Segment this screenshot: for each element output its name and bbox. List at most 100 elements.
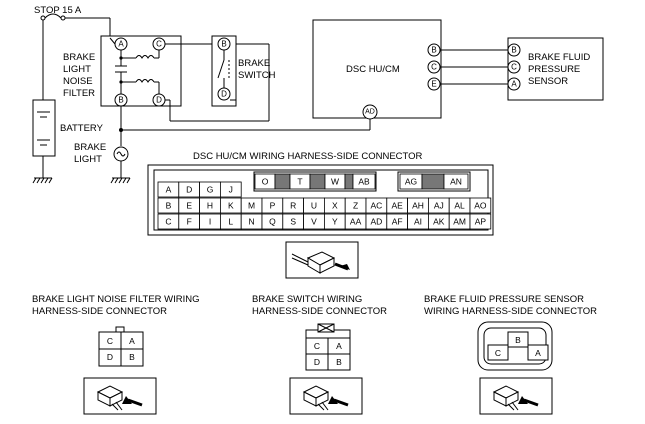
sensor-connector-key-icon [479, 377, 553, 415]
noise-filter-label-3: NOISE [63, 76, 93, 87]
sensor-label-3: SENSOR [528, 76, 568, 87]
dsc-cell-top-W: W [331, 177, 339, 187]
noise-filter-label-4: FILTER [63, 88, 95, 99]
dsc-cell-top-blank5-box [344, 173, 354, 190]
battery: BATTERY [32, 92, 104, 184]
dsc-cell-X: X [332, 201, 338, 211]
switch-cell-c: C [314, 341, 320, 351]
dsc-cell-AO: AO [474, 201, 487, 211]
dsc-cell-Z: Z [353, 201, 358, 211]
filter-pin-d: D [156, 96, 162, 105]
dsc-cell-B: B [166, 201, 172, 211]
dsc-cell-U: U [311, 201, 317, 211]
pressure-sensor: B C A BRAKE FLUID PRESSURE SENSOR [507, 37, 604, 101]
dsc-cell-AL: AL [454, 201, 465, 211]
dsc-cell-Y: Y [332, 217, 338, 227]
dsc-cell-top-blank1-box [274, 173, 291, 190]
dsc-cell-top-AB: AB [358, 177, 370, 187]
dsc-connector-key-icon [285, 241, 359, 279]
dsc-cell-A: A [166, 185, 172, 195]
dsc-pin-e: E [431, 80, 436, 89]
switch-cell-d: D [314, 357, 320, 367]
dsc-cell-top-AN-box [443, 173, 469, 190]
dsc-cell-AH: AH [412, 201, 424, 211]
dsc-cell-J-box [219, 181, 242, 198]
filter-connector-title-2: HARNESS-SIDE CONNECTOR [32, 306, 167, 317]
dsc-cell-F: F [187, 217, 192, 227]
dsc-cell-AD: AD [370, 217, 382, 227]
dsc-cell-top-blank21-box [421, 173, 445, 190]
dsc-cell-AP-box [469, 213, 492, 230]
dsc-cell-top-blank3-box [309, 173, 326, 190]
filter-cell-d: D [107, 352, 113, 362]
brake-light: BRAKE LIGHT [74, 130, 131, 184]
dsc-cell-top-AG: AG [405, 177, 417, 187]
dsc-pin-c: C [431, 63, 437, 72]
dsc-cell-AM: AM [453, 217, 466, 227]
sensor-label-2: PRESSURE [528, 64, 580, 75]
dsc-cell-AF: AF [392, 217, 403, 227]
dsc-cell-M: M [248, 201, 255, 211]
filter-cell-c: C [107, 336, 113, 346]
switch-pin-b: B [221, 40, 226, 49]
dsc-cell-S: S [290, 217, 296, 227]
noise-filter-label-1: BRAKE [63, 52, 95, 63]
dsc-cell-N: N [249, 217, 255, 227]
filter-pin-c: C [156, 40, 162, 49]
dsc-cell-J: J [229, 185, 233, 195]
dsc-cell-Q: Q [269, 217, 276, 227]
filter-cell-b: B [129, 352, 135, 362]
sensor-pin-c: C [511, 63, 517, 72]
dsc-cell-AO-box [469, 197, 492, 214]
dsc-cell-AE: AE [392, 201, 404, 211]
dsc-cell-AP: AP [475, 217, 487, 227]
filter-connector-key-icon [83, 377, 157, 415]
filter-connector: BRAKE LIGHT NOISE FILTER WIRING HARNESS-… [32, 294, 200, 367]
dsc-cell-top-T: T [297, 177, 302, 187]
filter-connector-title-1: BRAKE LIGHT NOISE FILTER WIRING [32, 294, 200, 305]
noise-filter: BRAKE LIGHT NOISE FILTER A C B D [63, 35, 182, 107]
brake-light-label-2: LIGHT [74, 154, 102, 165]
brake-switch: B D BRAKE SWITCH [211, 35, 276, 107]
dsc-cell-L: L [228, 217, 233, 227]
dsc-cell-V: V [311, 217, 317, 227]
dsc-connector-title: DSC HU/CM WIRING HARNESS-SIDE CONNECTOR [193, 151, 423, 162]
sensor-cell-c: C [495, 348, 501, 358]
switch-pin-d: D [221, 90, 227, 99]
filter-cell-a: A [129, 336, 135, 346]
dsc-cell-I: I [209, 217, 211, 227]
sensor-pin-b: B [511, 46, 516, 55]
fuse-label: STOP 15 A [34, 5, 82, 16]
dsc-pin-ad: AD [365, 109, 375, 116]
switch-connector-title-1: BRAKE SWITCH WIRING [252, 294, 362, 305]
dsc-cell-top-AN: AN [450, 177, 462, 187]
sensor-cell-b: B [515, 335, 521, 345]
sensor-connector: BRAKE FLUID PRESSURE SENSOR WIRING HARNE… [424, 294, 597, 371]
brake-switch-label-2: SWITCH [238, 70, 276, 81]
dsc-cell-top-O: O [262, 177, 269, 187]
dsc-connector: DSC HU/CM WIRING HARNESS-SIDE CONNECTOR … [147, 151, 494, 236]
brake-light-label-1: BRAKE [74, 142, 106, 153]
dsc-cell-top-AB-box [352, 173, 376, 190]
dsc-cell-D: D [186, 185, 192, 195]
dsc-cell-P: P [270, 201, 276, 211]
switch-cell-b: B [336, 357, 342, 367]
dsc-cell-E: E [186, 201, 192, 211]
dsc-cell-AK: AK [433, 217, 445, 227]
sensor-cell-a: A [535, 348, 541, 358]
switch-connector: BRAKE SWITCH WIRING HARNESS-SIDE CONNECT… [252, 294, 387, 371]
switch-cell-a: A [336, 341, 342, 351]
dsc-cell-G: G [207, 185, 214, 195]
sensor-label-1: BRAKE FLUID [528, 52, 590, 63]
sensor-connector-title-2: WIRING HARNESS-SIDE CONNECTOR [424, 306, 597, 317]
sensor-connector-title-1: BRAKE FLUID PRESSURE SENSOR [424, 294, 584, 305]
dsc-cell-H: H [207, 201, 213, 211]
brake-switch-label-1: BRAKE [238, 58, 270, 69]
switch-connector-key-icon [289, 377, 363, 415]
fuse: STOP 15 A [34, 5, 111, 92]
dsc-cell-AJ: AJ [434, 201, 444, 211]
filter-pin-b: B [118, 96, 123, 105]
noise-filter-label-2: LIGHT [63, 64, 91, 75]
